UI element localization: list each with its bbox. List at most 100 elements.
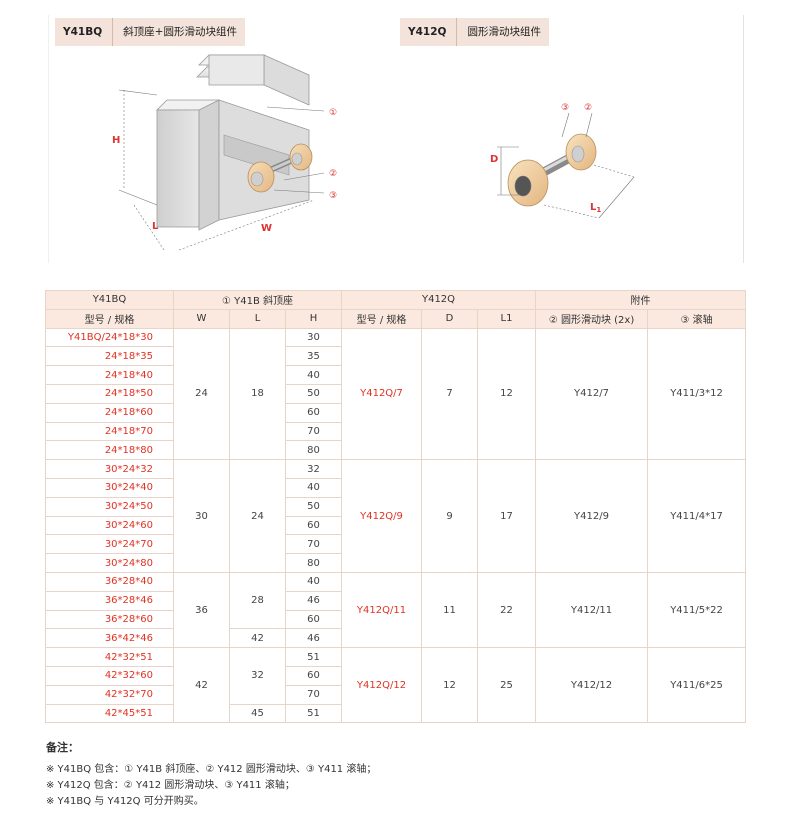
w-cell: 30	[173, 459, 230, 573]
header-y412q: Y412Q	[341, 290, 537, 310]
h-cell: 60	[284, 402, 343, 423]
model-cell: 42*32*70	[45, 684, 174, 705]
h-cell: 60	[284, 515, 343, 536]
l-cell: 24	[229, 459, 286, 573]
note-line: ※ Y41BQ 与 Y412Q 可分开购买。	[46, 796, 204, 807]
model-cell: 36*28*40	[45, 571, 174, 592]
l-cell: 28	[229, 571, 286, 630]
w-cell: 24	[173, 327, 230, 461]
table-row: 24*18*50 50	[45, 383, 746, 404]
dim-l-label: L	[152, 221, 159, 232]
col-y412q-model: 型号 / 规格	[341, 308, 423, 329]
h-cell: 32	[284, 459, 343, 479]
y412q-model-cell: Y412Q/7	[341, 327, 423, 461]
h-cell: 51	[284, 703, 343, 724]
y412q-model-cell: Y412Q/9	[341, 459, 423, 573]
header-y41bq: Y41BQ	[45, 290, 174, 310]
dimension-lines	[118, 89, 325, 251]
spec-table: Y41BQ ① Y41B 斜顶座 Y412Q 附件 型号 / 规格 W L H …	[45, 290, 747, 724]
h-cell: 70	[284, 421, 343, 442]
col-model: 型号 / 规格	[45, 308, 174, 329]
w-cell: 42	[173, 647, 230, 724]
product-code: Y412Q	[408, 18, 458, 46]
model-cell: 42*32*60	[45, 665, 174, 686]
col-slider: ② 圆形滑动块 (2x)	[535, 308, 649, 329]
l-cell: 18	[229, 327, 286, 461]
model-cell: 24*18*70	[45, 421, 174, 442]
slider-cell: Y412/7	[535, 327, 649, 461]
model-cell: 24*18*35	[45, 346, 174, 367]
col-w: W	[173, 308, 230, 329]
col-roller: ③ 滚轴	[647, 308, 747, 329]
callout-2: ②	[329, 169, 337, 179]
h-cell: 60	[284, 609, 343, 630]
roller-cell: Y411/6*25	[647, 647, 747, 724]
slider-cell: Y412/12	[535, 647, 649, 724]
l-cell: 45	[229, 703, 286, 724]
h-cell: 46	[284, 628, 343, 649]
l1-cell: 12	[477, 327, 537, 461]
l-cell: 32	[229, 647, 286, 705]
y412q-model-cell: Y412Q/12	[341, 647, 423, 724]
callout-2: ②	[584, 103, 592, 113]
model-cell: 24*18*50	[45, 383, 174, 404]
dim-h-label: H	[112, 135, 120, 146]
note-line: ※ Y412Q 包含：② Y412 圆形滑动块、③ Y411 滚轴；	[46, 780, 295, 791]
table-row: 24*18*40 40	[45, 365, 746, 385]
model-cell: 30*24*40	[45, 477, 174, 498]
callout-3: ③	[329, 191, 337, 201]
l1-cell: 17	[477, 459, 537, 573]
model-cell: 30*24*70	[45, 534, 174, 555]
l1-cell: 25	[477, 647, 537, 724]
h-cell: 35	[284, 346, 343, 367]
header-row-2: 型号 / 规格 W L H 型号 / 规格 D L1 ② 圆形滑动块 (2x) …	[45, 308, 747, 329]
l-cell: 42	[229, 628, 286, 649]
model-cell: 42*32*51	[45, 647, 174, 667]
col-l1: L1	[477, 308, 537, 329]
callout-1: ①	[329, 108, 337, 118]
h-cell: 50	[284, 383, 343, 404]
h-cell: 70	[284, 684, 343, 705]
col-h: H	[284, 308, 343, 329]
model-cell: 42*45*51	[45, 703, 174, 724]
model-cell: 30*24*50	[45, 496, 174, 517]
model-cell: 36*28*46	[45, 590, 174, 611]
roller-cell: Y411/5*22	[647, 571, 747, 649]
roller-assembly	[247, 143, 313, 193]
d-cell: 11	[421, 571, 479, 649]
model-cell: 24*18*40	[45, 365, 174, 385]
roller-cell: Y411/4*17	[647, 459, 747, 573]
h-cell: 40	[284, 365, 343, 385]
h-cell: 60	[284, 665, 343, 686]
table-row: 30*24*60 60	[45, 515, 746, 536]
dimension-lines	[497, 112, 635, 219]
slider-cell: Y412/9	[535, 459, 649, 573]
dim-w-label: W	[261, 223, 272, 234]
h-cell: 40	[284, 571, 343, 592]
col-l: L	[229, 308, 286, 329]
callout-3: ③	[561, 103, 569, 113]
y41bq-drawing: H L W ① ② ③	[112, 54, 337, 251]
w-cell: 36	[173, 571, 230, 649]
table-row: 36*28*46 46	[45, 590, 746, 611]
y412q-drawing: D L1 ③ ②	[490, 103, 635, 219]
h-cell: 30	[284, 327, 343, 348]
h-cell: 80	[284, 440, 343, 461]
dim-d-label: D	[490, 154, 498, 165]
h-cell: 46	[284, 590, 343, 611]
model-cell: 30*24*32	[45, 459, 174, 479]
model-cell: 30*24*60	[45, 515, 174, 536]
